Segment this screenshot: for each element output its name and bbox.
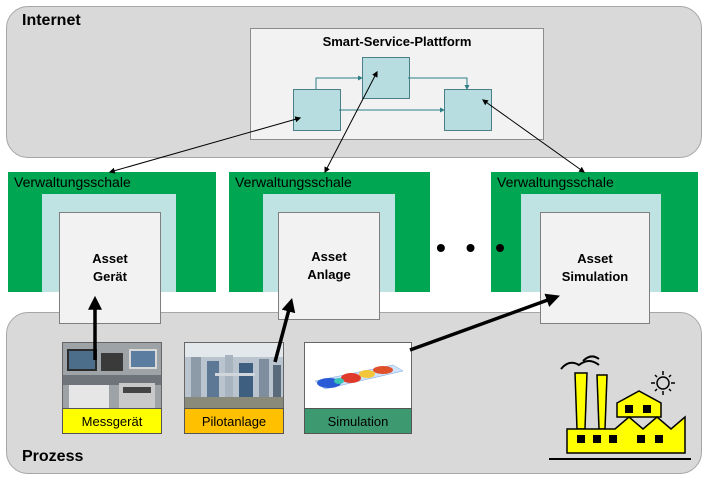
simulation-photo — [304, 342, 412, 410]
shell-label: Verwaltungsschale — [497, 174, 614, 190]
simulation-plot-icon — [305, 343, 411, 409]
platform-title: Smart-Service-Plattform — [322, 34, 472, 49]
internet-label: Internet — [22, 12, 81, 29]
platform-flow — [315, 75, 470, 113]
pilot-plant-icon — [185, 343, 283, 409]
measurement-device-icon — [63, 343, 161, 409]
link-platform-shell2 — [324, 70, 378, 174]
shell-label: Verwaltungsschale — [14, 174, 131, 190]
messgeraet-caption: Messgerät — [62, 408, 162, 434]
shell-label: Verwaltungsschale — [235, 174, 352, 190]
asset-label: Asset Simulation — [561, 251, 629, 284]
ellipsis: • • • — [436, 232, 511, 263]
link-pilotanlage-asset — [273, 297, 296, 363]
asset-geraet: Asset Gerät — [59, 212, 161, 324]
pilotanlage-photo — [184, 342, 284, 410]
link-platform-shell1 — [108, 116, 302, 174]
simulation-caption: Simulation — [304, 408, 412, 434]
prozess-label: Prozess — [22, 448, 84, 465]
pilotanlage-caption: Pilotanlage — [184, 408, 284, 434]
factory-icon — [549, 355, 691, 460]
link-platform-shell3 — [482, 99, 585, 173]
asset-label: Asset Gerät — [92, 251, 128, 284]
asset-label: Asset Anlage — [307, 249, 351, 282]
messgeraet-photo — [62, 342, 162, 410]
link-simulation-asset — [409, 293, 560, 352]
